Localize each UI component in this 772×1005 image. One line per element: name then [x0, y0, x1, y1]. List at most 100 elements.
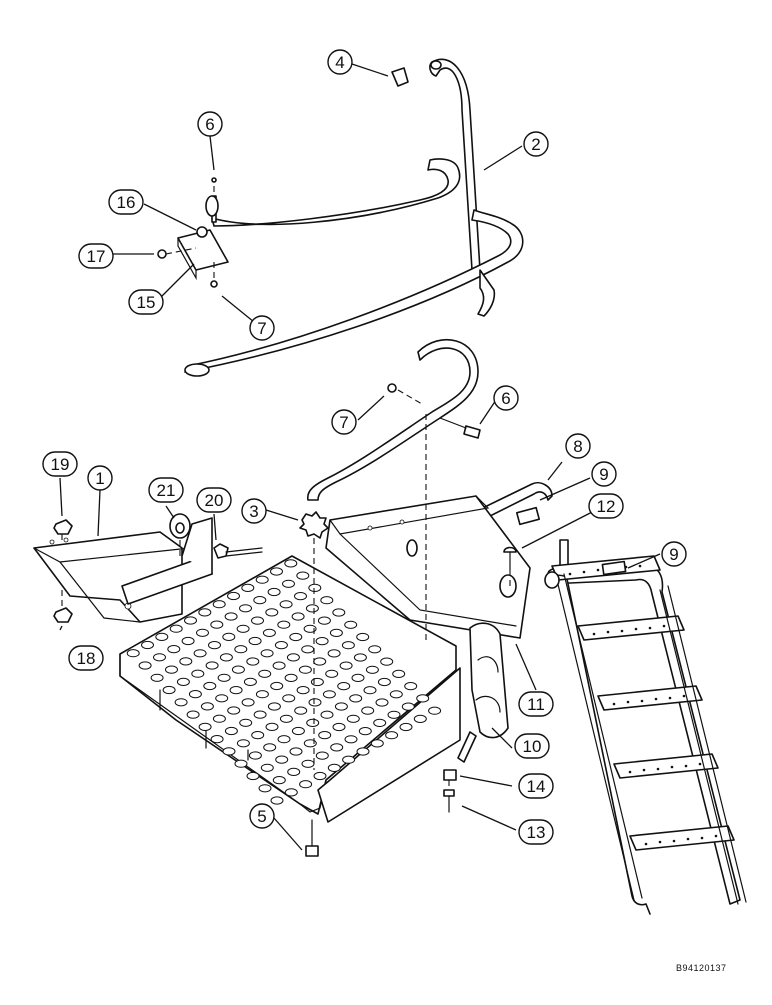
deck-perforation	[279, 714, 293, 723]
deck-perforation	[272, 661, 286, 670]
deck-perforation	[167, 645, 181, 654]
deck-perforation	[267, 587, 281, 597]
deck-perforation	[224, 612, 238, 621]
deck-perforation	[380, 657, 394, 666]
callout-number: 3	[249, 502, 258, 521]
callout-number: 4	[335, 53, 344, 72]
callout-number: 1	[95, 469, 104, 488]
deck-perforation	[305, 604, 319, 613]
deck-perforation	[375, 698, 389, 707]
deck-perforation	[251, 731, 265, 740]
deck-perforation	[229, 686, 243, 695]
deck-perforation	[193, 649, 207, 658]
callout-bubble	[588, 493, 624, 519]
deck-perforation	[219, 653, 233, 662]
deck-perforation	[186, 710, 200, 719]
deck-perforation	[251, 616, 264, 625]
callout-c10: 10	[514, 733, 550, 759]
deck-perforation	[313, 657, 327, 666]
callout-bubble	[148, 477, 184, 503]
deck-perforation	[260, 649, 274, 658]
deck-perforation	[399, 722, 413, 732]
deck-perforation	[234, 645, 248, 654]
callout-number: 14	[527, 777, 546, 796]
leader-lines	[59, 63, 661, 851]
callout-number: 2	[531, 135, 540, 154]
deck-perforation	[217, 673, 231, 682]
deck-perforation	[215, 694, 229, 703]
callout-number: 13	[527, 823, 546, 842]
deck-perforation	[258, 669, 272, 678]
deck-perforation	[267, 702, 281, 711]
drawing-reference-code: B94120137	[676, 963, 727, 973]
deck-perforation	[416, 694, 430, 703]
deck-perforation	[248, 636, 262, 646]
callout-bubble	[42, 451, 78, 477]
callout-number: 5	[257, 807, 266, 826]
deck-perforation	[341, 641, 355, 650]
deck-perforation	[126, 649, 140, 658]
deck-perforation	[351, 673, 365, 683]
deck-perforation	[181, 636, 195, 646]
deck-perforation	[344, 735, 358, 744]
callout-c5: 5	[249, 803, 275, 829]
deck-perforation	[234, 759, 248, 768]
deck-perforation	[227, 706, 241, 715]
deck-perforation	[329, 628, 343, 638]
deck-perforation	[332, 608, 346, 617]
callout-c13: 13	[518, 819, 554, 845]
deck-perforation	[253, 710, 267, 719]
callout-bubble	[514, 733, 550, 759]
callout-number: 18	[77, 649, 96, 668]
deck-perforation	[191, 669, 205, 678]
deck-perforation	[356, 632, 370, 642]
deck-perforation	[275, 755, 289, 764]
callout-number: 19	[51, 455, 70, 474]
deck-perforation	[289, 632, 303, 642]
deck-perforation	[294, 706, 308, 715]
callout-bubble	[523, 131, 549, 157]
callout-c6b: 6	[493, 385, 519, 411]
deck-perforation	[342, 755, 356, 764]
deck-perforation	[365, 665, 379, 674]
callout-c14: 14	[518, 773, 554, 799]
callout-bubble	[196, 487, 232, 513]
callout-number: 9	[669, 545, 678, 564]
callout-number: 7	[339, 413, 348, 432]
deck-perforation	[330, 743, 344, 752]
callout-c1: 1	[87, 465, 113, 491]
callout-bubble	[128, 289, 164, 315]
callout-c3: 3	[241, 498, 267, 524]
deck-perforation	[179, 657, 193, 666]
deck-perforation	[272, 776, 286, 785]
deck-perforation	[265, 608, 279, 617]
callout-number: 21	[157, 481, 176, 500]
deck-perforation	[361, 706, 375, 715]
deck-perforation	[282, 579, 295, 588]
deck-perforation	[208, 641, 221, 650]
deck-perforation	[222, 632, 236, 642]
deck-perforation	[253, 596, 267, 605]
callout-number: 8	[573, 437, 582, 456]
deck-perforation	[301, 645, 315, 654]
deck-perforation	[373, 718, 387, 728]
deck-perforation	[346, 714, 360, 723]
callout-bubble	[249, 315, 275, 341]
deck-perforation	[255, 575, 269, 584]
callout-bubble	[331, 409, 357, 435]
deck-perforation	[270, 681, 284, 691]
callout-c19: 19	[42, 451, 78, 477]
deck-perforation	[200, 702, 214, 711]
deck-perforation	[299, 780, 313, 789]
deck-perforation	[212, 600, 226, 609]
deck-perforation	[322, 690, 336, 699]
deck-perforation	[236, 739, 250, 748]
deck-perforation	[404, 682, 418, 691]
deck-perforation	[344, 620, 358, 629]
deck-perforation	[198, 722, 212, 732]
callout-c8: 8	[565, 433, 591, 459]
deck-perforation	[224, 726, 238, 736]
callout-bubble	[68, 645, 104, 671]
deck-perforation	[141, 640, 154, 650]
